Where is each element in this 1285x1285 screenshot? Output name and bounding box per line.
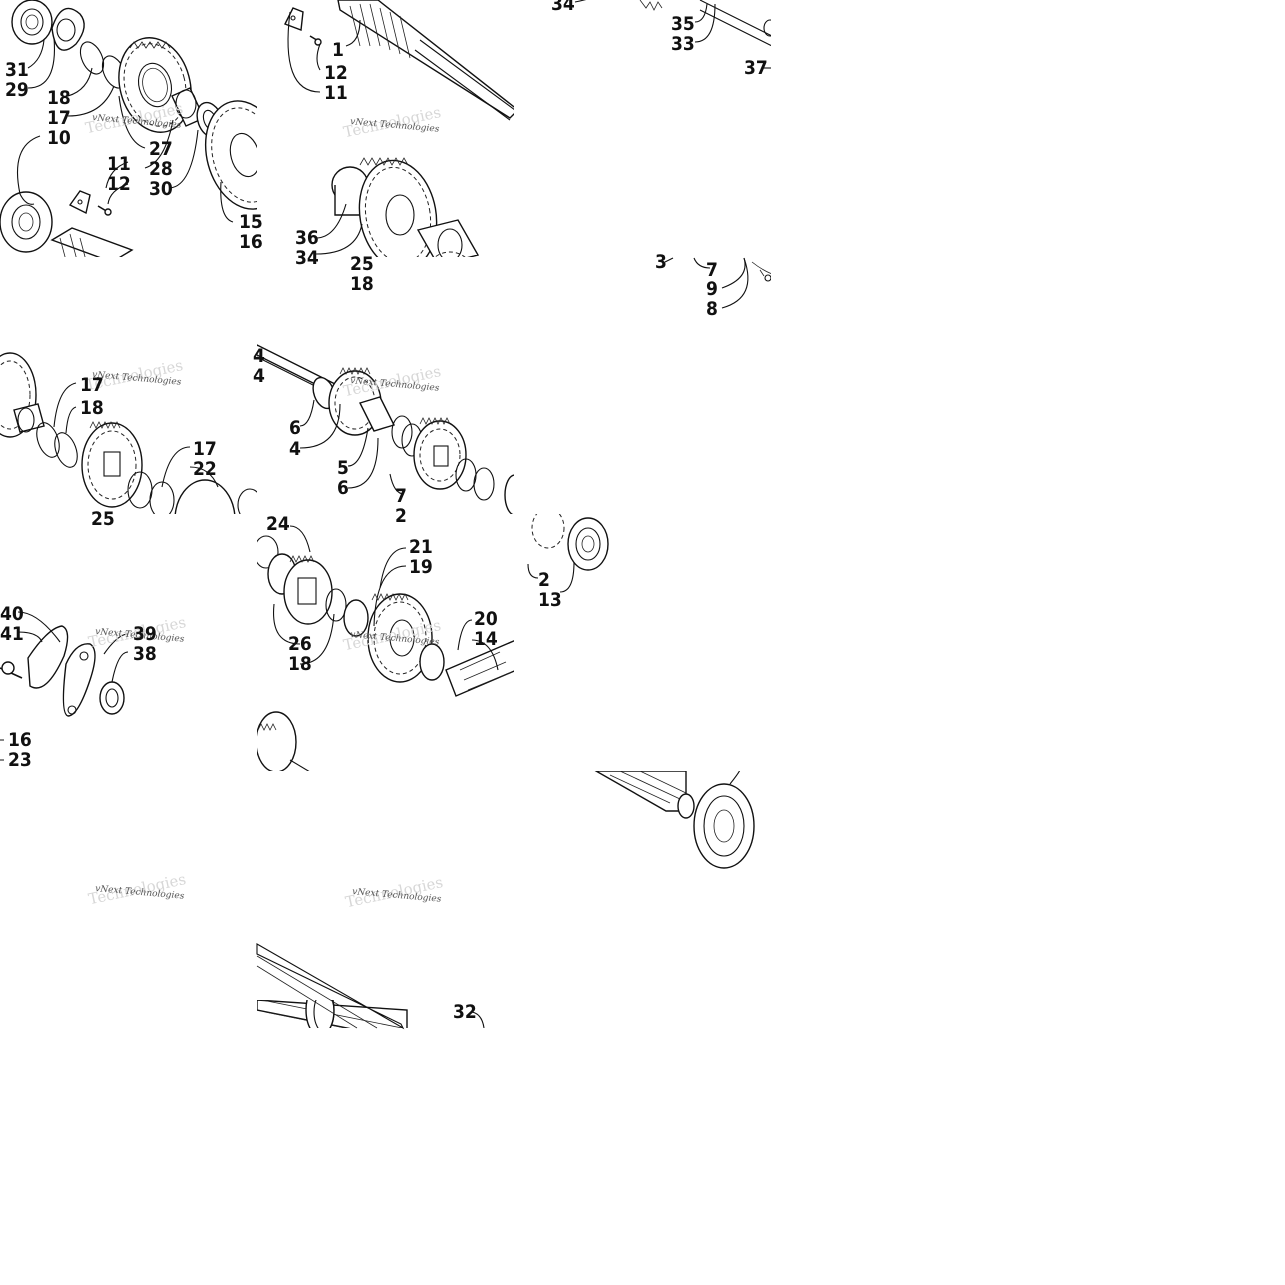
callout-t2-11: 11 — [324, 82, 348, 104]
tile-2-parts — [284, 0, 514, 257]
tile-13-parts — [594, 771, 755, 869]
callout-t3-35: 35 — [671, 13, 695, 35]
callout-t2-36: 36 — [295, 227, 319, 249]
callout-t8-24: 24 — [266, 513, 290, 535]
callout-t7-23: 23 — [8, 749, 32, 771]
callout-t5-6: 6 — [337, 477, 349, 499]
bearing-part — [11, 0, 53, 45]
callout-t8-21: 21 — [409, 536, 433, 558]
callout-t8-26: 26 — [288, 633, 312, 655]
tile-7-parts — [0, 611, 129, 761]
callout-t4-17: 17 — [80, 374, 104, 396]
tile-3b-parts — [664, 257, 771, 309]
callout-t7-41: 41 — [0, 623, 24, 645]
callout-t5-4: 4 — [253, 365, 265, 387]
callout-t1-27: 27 — [149, 138, 173, 160]
callout-t14-32: 32 — [453, 1001, 477, 1023]
callout-t7-39: 39 — [133, 623, 157, 645]
callout-t3-9: 9 — [706, 278, 718, 300]
callout-t1-31: 31 — [5, 59, 29, 81]
tile-12-shaft — [256, 943, 405, 1030]
callout-t5-7: 7 — [395, 485, 407, 507]
tile-1-parts — [0, 0, 257, 257]
callout-t1-29: 29 — [5, 79, 29, 101]
callout-t1-30: 30 — [149, 178, 173, 200]
callout-t5-2: 2 — [395, 505, 407, 527]
callout-t1-11: 11 — [107, 153, 131, 175]
callout-t8-18: 18 — [288, 653, 312, 675]
callout-t1-17: 17 — [47, 107, 71, 129]
callout-t4-22: 22 — [193, 458, 217, 480]
callout-t3-7: 7 — [706, 259, 718, 281]
callout-t3-8: 8 — [706, 298, 718, 320]
callout-t1-18: 18 — [47, 87, 71, 109]
callout-t3-3: 3 — [655, 251, 667, 273]
callout-t7-38: 38 — [133, 643, 157, 665]
callout-t7-40: 40 — [0, 603, 24, 625]
tile-14-parts — [257, 1000, 485, 1028]
callout-t1-16: 16 — [239, 231, 263, 253]
callout-t7-16: 16 — [8, 729, 32, 751]
tile-5-parts — [257, 344, 514, 514]
callout-t9-13: 13 — [538, 589, 562, 611]
callout-t5-4: 4 — [289, 438, 301, 460]
callout-t4-25: 25 — [91, 508, 115, 530]
callout-t1-15: 15 — [239, 211, 263, 233]
tile-9-parts — [527, 514, 609, 593]
tile-8-parts — [257, 525, 514, 771]
callout-t8-14: 14 — [474, 628, 498, 650]
callout-t2-25: 25 — [350, 253, 374, 275]
tile-4-parts — [0, 352, 257, 514]
callout-t5-6: 6 — [289, 417, 301, 439]
callout-t2-34: 34 — [295, 247, 319, 269]
callout-t3-37: 37 — [744, 57, 768, 79]
callout-t2-1: 1 — [332, 39, 344, 61]
callout-t8-20: 20 — [474, 608, 498, 630]
callout-t3-34: 34 — [551, 0, 575, 15]
callout-t4-18: 18 — [80, 397, 104, 419]
callout-t2-18: 18 — [350, 273, 374, 295]
callout-t1-10: 10 — [47, 127, 71, 149]
callout-t5-4: 4 — [253, 345, 265, 367]
callout-t9-2: 2 — [538, 569, 550, 591]
callout-t4-17: 17 — [193, 438, 217, 460]
callout-t1-12: 12 — [107, 173, 131, 195]
callout-t3-33: 33 — [671, 33, 695, 55]
callout-t2-12: 12 — [324, 62, 348, 84]
callout-t5-5: 5 — [337, 457, 349, 479]
tile-3-parts — [574, 0, 771, 69]
callout-t8-19: 19 — [409, 556, 433, 578]
callout-t1-28: 28 — [149, 158, 173, 180]
